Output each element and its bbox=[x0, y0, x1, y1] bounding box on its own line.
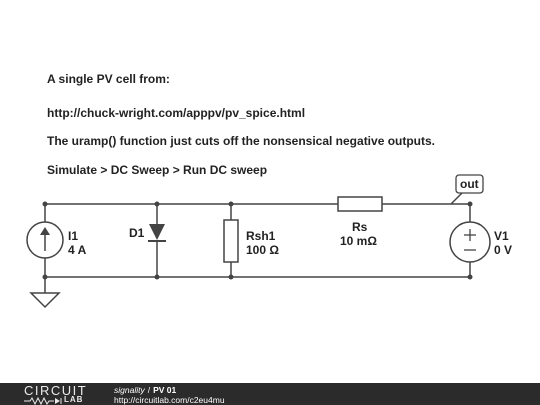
note-uramp: The uramp() function just cuts off the n… bbox=[47, 134, 436, 148]
note-source-title: A single PV cell from: bbox=[47, 72, 170, 86]
footer-meta: signality/PV 01 bbox=[114, 385, 176, 395]
resistor-rsh1[interactable] bbox=[223, 219, 239, 263]
junction-dot bbox=[42, 274, 48, 280]
logo-circuit-text: CIRCUIT bbox=[24, 383, 88, 398]
i1-name-label: I1 bbox=[68, 229, 78, 243]
junction-dot bbox=[154, 274, 160, 280]
junction-dot bbox=[467, 201, 473, 207]
ground-icon bbox=[29, 292, 61, 309]
logo-resistor-icon bbox=[24, 397, 62, 405]
rsh1-value-label: 100 Ω bbox=[246, 243, 279, 257]
junction-dots bbox=[42, 201, 473, 280]
note-simulate: Simulate > DC Sweep > Run DC sweep bbox=[47, 163, 268, 177]
v1-value-label: 0 V bbox=[494, 243, 512, 257]
out-label-text: out bbox=[460, 177, 479, 191]
resistor-rs[interactable] bbox=[337, 196, 383, 212]
i1-value-label: 4 A bbox=[68, 243, 87, 257]
circuit-schematic: I1 4 A D1 Rsh1 100 Ω Rs 10 mΩ V1 0 V out bbox=[26, 174, 512, 309]
circuitlab-logo[interactable]: CIRCUIT LAB bbox=[24, 383, 104, 405]
junction-dot bbox=[154, 201, 160, 207]
footer-url[interactable]: http://circuitlab.com/c2eu4mu bbox=[114, 395, 225, 405]
footer-separator: / bbox=[147, 385, 151, 395]
rs-name-label: Rs bbox=[352, 220, 368, 234]
rsh1-name-label: Rsh1 bbox=[246, 229, 276, 243]
junction-dot bbox=[228, 274, 234, 280]
note-source-url[interactable]: http://chuck-wright.com/apppv/pv_spice.h… bbox=[47, 106, 306, 120]
ground-symbol bbox=[29, 292, 61, 309]
current-source-i1[interactable] bbox=[26, 221, 64, 259]
logo-lab-text: LAB bbox=[64, 395, 84, 404]
v1-name-label: V1 bbox=[494, 229, 509, 243]
footer-author[interactable]: signality bbox=[114, 385, 145, 395]
d1-name-label: D1 bbox=[129, 226, 145, 240]
footer-bar: CIRCUIT LAB signality/PV 01 http://circu… bbox=[0, 383, 540, 405]
junction-dot bbox=[228, 201, 234, 207]
voltage-source-v1[interactable] bbox=[449, 221, 491, 263]
rs-value-label: 10 mΩ bbox=[340, 234, 377, 248]
net-label-out[interactable]: out bbox=[450, 174, 484, 205]
arrow-up-icon bbox=[40, 227, 50, 235]
footer-title[interactable]: PV 01 bbox=[153, 385, 177, 395]
junction-dot bbox=[42, 201, 48, 207]
diode-d1[interactable] bbox=[148, 224, 166, 242]
junction-dot bbox=[467, 274, 473, 280]
